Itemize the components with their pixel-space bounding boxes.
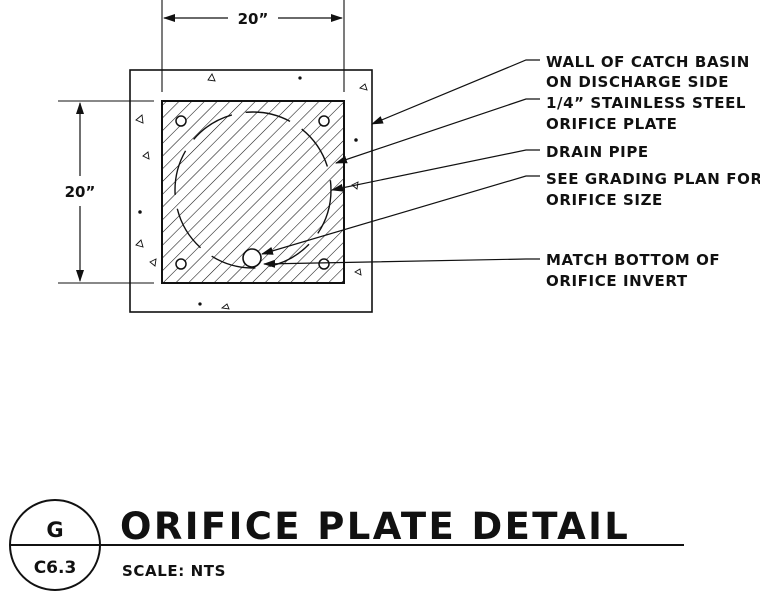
callout-wall-line2: ON DISCHARGE SIDE bbox=[546, 73, 729, 91]
callout-invert-line1: MATCH BOTTOM OF bbox=[546, 251, 720, 269]
width-dimension: 20” bbox=[161, 0, 345, 92]
bolt-hole bbox=[175, 115, 187, 127]
callout-orifice-size-line1: SEE GRADING PLAN FOR bbox=[546, 170, 760, 188]
leader-lines bbox=[261, 59, 540, 268]
scale-note: SCALE: NTS bbox=[122, 562, 226, 580]
concrete-aggregate-marks bbox=[135, 73, 368, 310]
sheet-number: C6.3 bbox=[34, 558, 77, 578]
bolt-hole bbox=[175, 258, 187, 270]
callout-plate-line2: ORIFICE PLATE bbox=[546, 115, 677, 133]
detail-title: ORIFICE PLATE DETAIL bbox=[120, 505, 630, 548]
leader-drain-pipe bbox=[331, 149, 540, 192]
height-dimension-label: 20” bbox=[65, 183, 96, 201]
bolt-hole bbox=[318, 115, 330, 127]
orifice-opening bbox=[242, 248, 262, 268]
callout-plate-line1: 1/4” STAINLESS STEEL bbox=[546, 94, 746, 112]
leader-wall bbox=[371, 59, 540, 125]
callout-wall-line1: WALL OF CATCH BASIN bbox=[546, 53, 750, 71]
leader-plate bbox=[335, 98, 540, 164]
callout-notes: WALL OF CATCH BASIN ON DISCHARGE SIDE 1/… bbox=[546, 53, 760, 290]
bolt-hole bbox=[318, 258, 330, 270]
detail-letter: G bbox=[46, 518, 63, 542]
callout-invert-line2: ORIFICE INVERT bbox=[546, 272, 688, 290]
leader-invert bbox=[263, 258, 540, 268]
drain-pipe-hidden-line bbox=[174, 111, 332, 269]
leader-orifice-size bbox=[261, 175, 540, 255]
callout-drain-pipe: DRAIN PIPE bbox=[546, 143, 649, 161]
height-dimension: 20” bbox=[58, 100, 154, 284]
title-block: G C6.3 ORIFICE PLATE DETAIL SCALE: NTS bbox=[9, 499, 684, 591]
callout-orifice-size-line2: ORIFICE SIZE bbox=[546, 191, 663, 209]
bolt-holes bbox=[175, 115, 330, 270]
width-dimension-label: 20” bbox=[238, 10, 269, 28]
catch-basin-wall bbox=[129, 69, 373, 313]
